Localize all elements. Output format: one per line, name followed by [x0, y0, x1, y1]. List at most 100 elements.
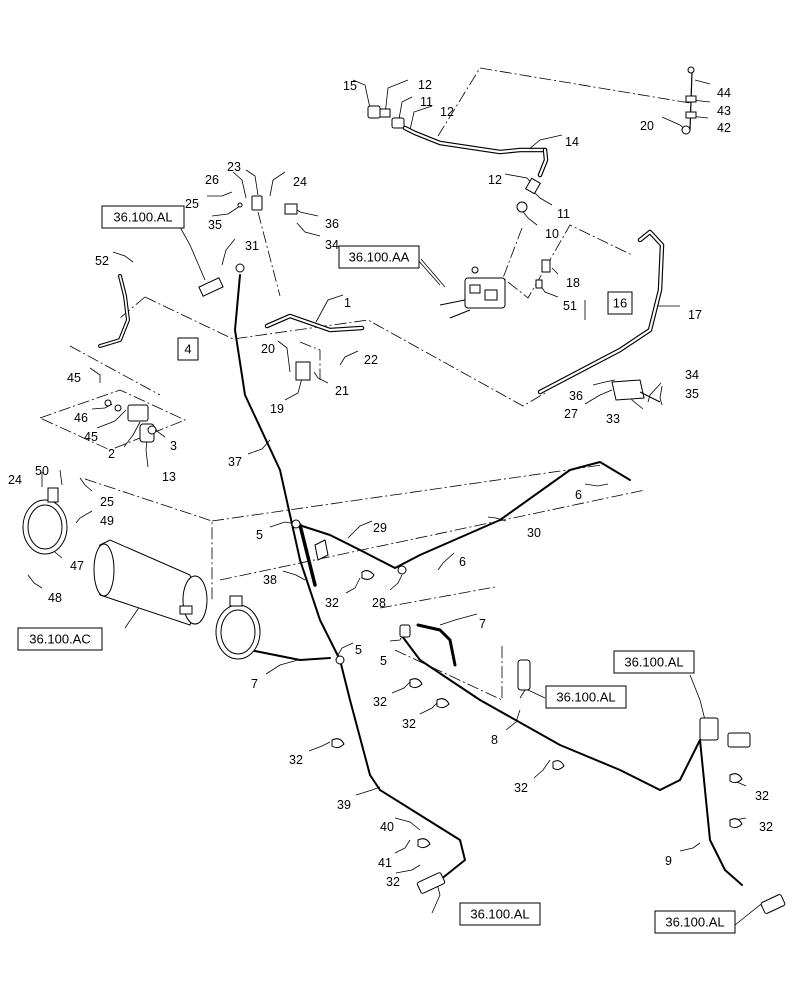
reference-box-label: 36.100.AL: [624, 655, 683, 670]
callout-51: 51: [563, 299, 577, 313]
callout-33: 33: [606, 412, 620, 426]
callout-42: 42: [717, 121, 731, 135]
callout-8: 8: [491, 733, 498, 747]
reference-box-frame: [607, 291, 633, 315]
reference-box-frame: [459, 902, 541, 926]
callout-50: 50: [35, 464, 49, 478]
callout-28: 28: [372, 596, 386, 610]
callout-35: 35: [208, 218, 222, 232]
callout-43: 43: [717, 104, 731, 118]
callout-34: 34: [325, 238, 339, 252]
callout-2: 2: [108, 447, 115, 461]
callout-5: 5: [380, 654, 387, 668]
reference-box-label: 4: [184, 342, 191, 357]
callout-37: 37: [228, 455, 242, 469]
leader-lines: [27, 79, 771, 926]
callout-20: 20: [261, 342, 275, 356]
callout-32: 32: [373, 695, 387, 709]
callout-36: 36: [325, 217, 339, 231]
valve-block-aa: [439, 266, 506, 319]
callout-29: 29: [373, 521, 387, 535]
callout-48: 48: [48, 591, 62, 605]
reference-box-frame: [101, 205, 185, 229]
air-tank: [93, 539, 208, 626]
callout-38: 38: [263, 573, 277, 587]
reference-box-36-100-aa[interactable]: 36.100.AA: [338, 245, 420, 269]
callout-20: 20: [640, 119, 654, 133]
reference-box-label: 36.100.AA: [349, 250, 410, 265]
tank-strap-right: [215, 595, 261, 660]
callout-23: 23: [227, 160, 241, 174]
reference-box-label: 36.100.AL: [470, 907, 529, 922]
reference-box-36-100-al[interactable]: 36.100.AL: [654, 910, 736, 934]
reference-box-frame: [17, 627, 103, 651]
callout-18: 18: [566, 276, 580, 290]
callout-7: 7: [479, 617, 486, 631]
reference-box-36-100-al[interactable]: 36.100.AL: [459, 902, 541, 926]
reference-box-frame: [613, 650, 695, 674]
callout-41: 41: [378, 856, 392, 870]
callout-6: 6: [459, 555, 466, 569]
callout-35: 35: [685, 387, 699, 401]
callout-46: 46: [74, 411, 88, 425]
callout-13: 13: [162, 470, 176, 484]
reference-box-36-100-al[interactable]: 36.100.AL: [545, 685, 627, 709]
reference-box-36-100-al[interactable]: 36.100.AL: [613, 650, 695, 674]
callout-15: 15: [343, 79, 357, 93]
callout-32: 32: [402, 717, 416, 731]
callout-6: 6: [575, 488, 582, 502]
reference-box-16[interactable]: 16: [607, 291, 633, 315]
callout-34: 34: [685, 368, 699, 382]
callout-14: 14: [565, 135, 579, 149]
reference-box-label: 36.100.AL: [113, 210, 172, 225]
callout-32: 32: [289, 753, 303, 767]
callout-17: 17: [688, 308, 702, 322]
reference-box-label: 36.100.AL: [665, 915, 724, 930]
callout-3: 3: [170, 439, 177, 453]
reference-box-frame: [654, 910, 736, 934]
callout-25: 25: [185, 197, 199, 211]
callout-7: 7: [251, 677, 258, 691]
callout-24: 24: [293, 175, 307, 189]
callout-26: 26: [205, 173, 219, 187]
callout-25: 25: [100, 495, 114, 509]
callout-9: 9: [665, 854, 672, 868]
callout-12: 12: [488, 173, 502, 187]
phantom-lines: [38, 67, 691, 701]
callout-11: 11: [420, 95, 433, 109]
callout-21: 21: [335, 384, 349, 398]
components: [22, 66, 786, 914]
callout-32: 32: [755, 789, 769, 803]
callout-12: 12: [418, 78, 432, 92]
callout-22: 22: [364, 353, 378, 367]
callout-36: 36: [569, 389, 583, 403]
reference-box-36-100-al[interactable]: 36.100.AL: [101, 205, 185, 229]
callout-19: 19: [270, 402, 284, 416]
callout-44: 44: [717, 86, 731, 100]
callout-32: 32: [759, 820, 773, 834]
callout-45: 45: [67, 371, 81, 385]
callout-32: 32: [514, 781, 528, 795]
callout-30: 30: [527, 526, 541, 540]
callout-10: 10: [545, 227, 559, 241]
callout-12: 12: [440, 105, 454, 119]
pipes-and-hoses: [98, 71, 743, 886]
callout-27: 27: [564, 407, 578, 421]
tank-strap-left: [22, 487, 68, 555]
valve-2: [104, 399, 157, 443]
callout-1: 1: [344, 296, 351, 310]
reference-box-36-100-ac[interactable]: 36.100.AC: [17, 627, 103, 651]
callout-32: 32: [325, 596, 339, 610]
callout-40: 40: [380, 820, 394, 834]
reference-box-frame: [338, 245, 420, 269]
callout-39: 39: [337, 798, 351, 812]
reference-boxes: 36.100.AL36.100.AA16436.100.AC36.100.AL3…: [17, 205, 736, 934]
reference-box-4[interactable]: 4: [177, 337, 199, 361]
callout-31: 31: [245, 239, 259, 253]
reference-box-frame: [177, 337, 199, 361]
fitting-15: [367, 105, 381, 119]
callout-45: 45: [84, 430, 98, 444]
callout-24: 24: [8, 473, 22, 487]
